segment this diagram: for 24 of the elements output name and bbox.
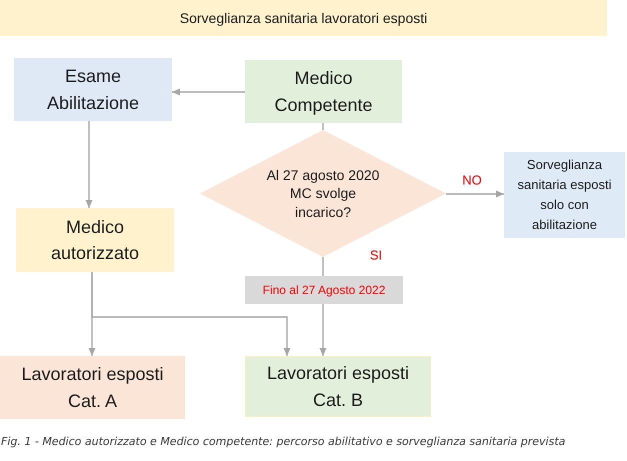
process-box — [0, 356, 185, 419]
box-label: Lavoratori esposti Cat. A — [20, 363, 165, 412]
box-label: Sorveglianza sanitaria esposti solo con abilitazione — [516, 156, 612, 234]
process-box — [16, 208, 174, 272]
arrow — [172, 88, 245, 96]
process-box — [245, 356, 431, 417]
arrow — [91, 272, 290, 356]
process-box — [245, 276, 403, 304]
figure-caption: Fig. 1 - Medico autorizzato e Medico competente: percorso abilitativo e sorveglianza sanitaria prevista — [1, 435, 566, 448]
arrow — [320, 304, 326, 356]
arrow — [446, 190, 504, 198]
box-label: Medico Competente — [273, 67, 374, 117]
arrow — [86, 121, 92, 208]
edge-label: NO — [460, 172, 484, 188]
process-box — [245, 60, 402, 123]
box-label: Medico autorizzato — [50, 216, 140, 265]
box-label: Esame Abilitazione — [46, 65, 140, 114]
title-banner: Sorveglianza sanitaria lavoratori esposti — [0, 0, 607, 36]
box-label: Lavoratori esposti Cat. B — [266, 362, 410, 412]
box-label: Fino al 27 Agosto 2022 — [262, 282, 386, 298]
process-box — [504, 152, 625, 238]
question-text: Al 27 agosto 2020 MC svolge incarico? — [266, 166, 380, 221]
process-box — [14, 58, 172, 121]
connector-line — [322, 257, 324, 276]
